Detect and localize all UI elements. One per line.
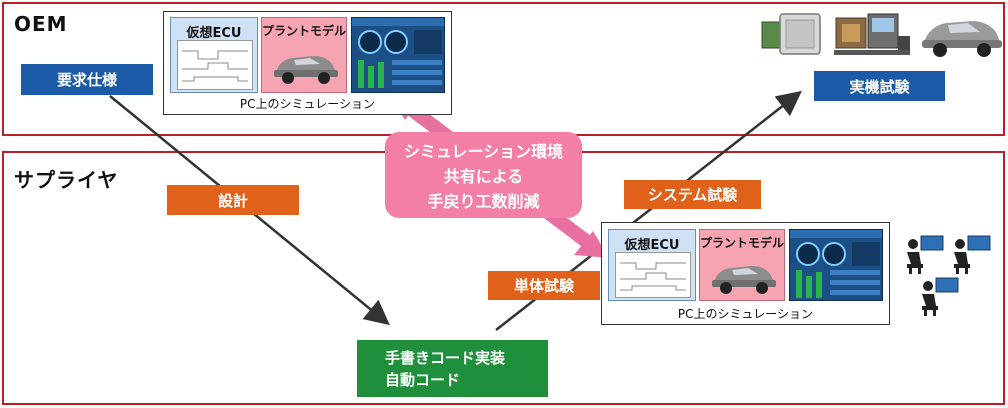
plant-model-card-bottom: プラントモデル [699,229,785,301]
simulation-sharing-callout: シミュレーション環境 共有による 手戻り工数削減 [385,132,582,218]
plant-model-title: プラントモデル [262,24,347,38]
requirements-label: 要求仕様 [21,64,153,95]
design-label: 設計 [167,185,299,215]
dashboard-screen-icon [789,229,883,301]
engineer-icon [922,277,959,316]
ecu-hardware-icon [761,13,821,55]
sim-caption-bottom: PC上のシミュレーション [677,307,814,321]
code-line-handwritten: 手書きコード実装 [385,348,506,367]
code-implementation-label: 手書きコード実装 自動コード [357,340,548,397]
virtual-ecu-title: 仮想ECU [186,26,242,41]
callout-line-1: シミュレーション環境 [403,142,564,161]
virtual-ecu-card: 仮想ECU [170,17,258,93]
system-test-label: システム試験 [624,180,761,209]
plant-model-title-bottom: プラントモデル [700,236,785,250]
callout-line-3: 手戻り工数削減 [427,192,540,211]
oem-title: OEM [14,12,68,36]
sim-panel-bottom: 仮想ECU プラントモデル [601,222,890,325]
real-machine-test-label: 実機試験 [814,71,945,101]
share-arrowhead-bottom [574,231,609,258]
test-bench-icon [834,13,910,55]
sim-caption-top: PC上のシミュレーション [239,97,376,111]
ecu-graph-icon [177,40,253,90]
virtual-ecu-title-bottom: 仮想ECU [624,238,680,253]
ecu-graph-icon [615,252,691,298]
callout-line-2: 共有による [443,167,524,186]
supplier-title: サプライヤ [14,168,119,192]
car-icon [274,56,338,84]
dashboard-screen-icon [351,17,445,93]
virtual-ecu-card-bottom: 仮想ECU [608,229,696,301]
code-line-auto: 自動コード [385,370,461,389]
engineer-icon [907,235,944,274]
engineer-icon [954,235,991,274]
car-icon [712,266,776,294]
car-icon [922,21,1002,57]
sim-panel-top: 仮想ECU プラントモデル [163,11,452,115]
plant-model-card: プラントモデル [261,17,347,93]
unit-test-label: 単体試験 [488,271,600,300]
